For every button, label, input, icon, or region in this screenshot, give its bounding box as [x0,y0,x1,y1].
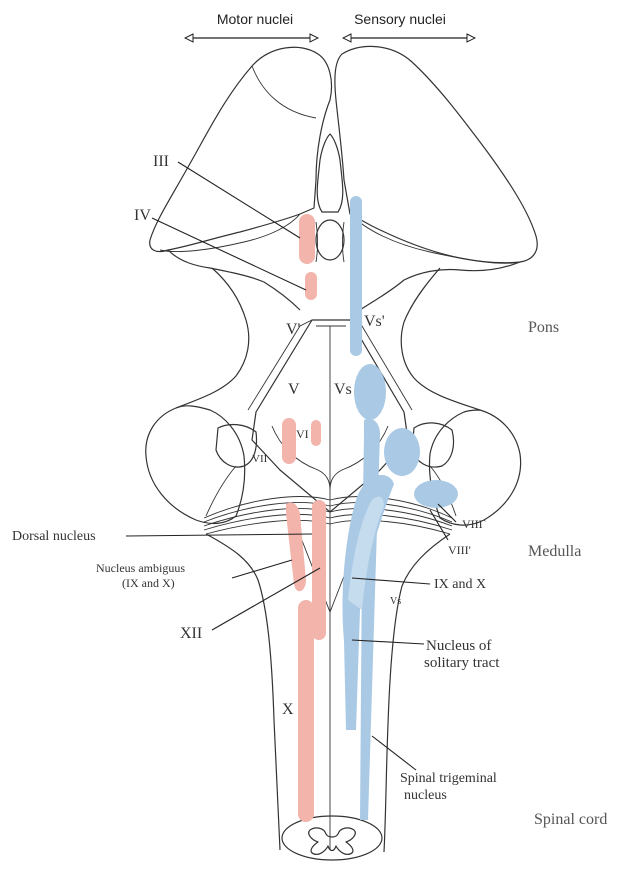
left-thalamus-fold [160,214,300,252]
motor-nuclei-label: Motor nuclei [217,11,293,27]
leader-nucleus-ambiguus [232,560,292,578]
label-nucleus-ambiguus-2: (IX and X) [122,576,175,590]
nucleus-iv [305,272,317,300]
label-nucleus-ambiguus-1: Nucleus ambiguus [96,561,185,575]
label-dorsal-nucleus: Dorsal nucleus [12,529,96,544]
label-viii-2: VIII' [448,543,471,557]
pineal-body [317,134,343,212]
brainstem-outline [146,46,537,860]
region-pons: Pons [528,319,559,336]
label-vs: Vs [334,381,352,398]
label-iii: III [153,153,169,170]
nucleus-vii [282,418,296,464]
label-xii: XII [180,625,202,642]
nucleus-vi [311,420,321,446]
label-spinal-trigeminal-2: nucleus [404,788,447,803]
left-pons-edge [176,268,249,408]
nucleus-xii-spinal [298,600,314,822]
left-midbrain-edge [168,250,300,310]
right-thalamus-fold [350,214,520,263]
spinal-cross-section [282,816,382,860]
label-ix-and-x: IX and X [434,577,486,592]
leader-spinal-trigeminal [372,736,416,770]
leader-dorsal-nucleus [126,534,312,536]
sensory-nuclei [343,196,459,820]
left-peduncle-inner [216,425,257,468]
region-labels: Pons Medulla Spinal cord [528,319,607,828]
region-spinal-cord: Spinal cord [534,811,607,828]
right-midbrain-edge [360,262,520,310]
label-v-prime: V' [286,321,301,338]
label-x: X [282,701,294,718]
gray-matter-h [309,828,356,854]
nucleus-vs [354,364,386,420]
superior-colliculus [316,220,344,260]
cochlear-nucleus [414,480,458,508]
label-vii: VII [252,453,268,465]
label-iv: IV [134,207,151,224]
dorsal-nucleus-x [312,500,326,640]
sensory-nuclei-label: Sensory nuclei [354,11,446,27]
label-spinal-trigeminal-1: Spinal trigeminal [400,771,497,786]
label-solitary-2: solitary tract [424,655,500,671]
region-medulla: Medulla [528,543,581,560]
right-pons-edge [401,268,480,410]
leader-iv [152,218,306,290]
label-vi: VI [296,427,309,441]
label-vs-small: Vs [390,596,401,607]
label-v: V [288,381,300,398]
labels: III IV V' Vs' V Vs VI VII Dorsal nucleus… [12,153,500,803]
motor-header: Motor nuclei [185,11,318,38]
nucleus-iii [299,214,315,264]
leader-iii [178,162,300,238]
motor-nuclei [282,214,326,822]
label-viii-1: VIII` [462,517,487,531]
left-cord-edge [206,534,280,850]
nucleus-vs-prime [350,196,362,356]
sensory-header: Sensory nuclei [343,11,475,38]
right-peduncle [429,410,520,525]
left-peduncle [146,406,245,524]
right-thalamus [335,46,537,262]
vestibular-nucleus [384,428,420,476]
left-thalamus-inner [252,66,316,118]
label-solitary-1: Nucleus of [426,638,491,654]
label-vs-prime: Vs' [364,313,385,330]
